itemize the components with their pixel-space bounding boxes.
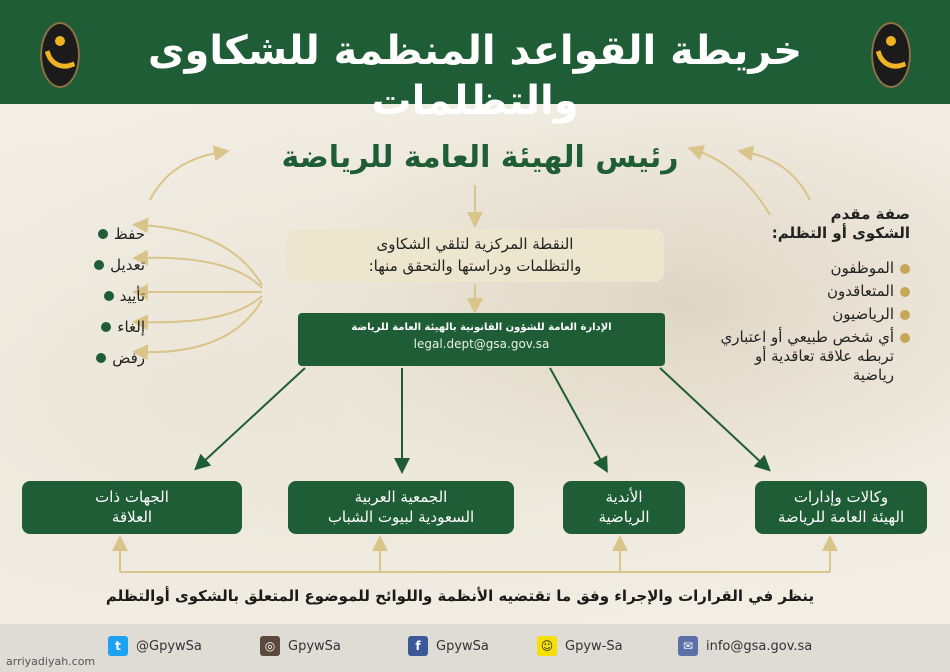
outcome-item: إلغاء: [55, 311, 145, 342]
bullet-icon: [900, 264, 910, 274]
submitter-heading-line1: صفة مقدم: [830, 205, 910, 223]
instagram-icon: ◎: [260, 636, 280, 656]
mail-icon: ✉: [678, 636, 698, 656]
submitter-section: صفة مقدم الشكوى أو التظلم: الموظفون المت…: [700, 205, 910, 385]
youth-hostels-box: الجمعية العربية السعودية لبيوت الشباب: [288, 481, 514, 534]
bullet-icon: [900, 287, 910, 297]
submitter-item: الموظفون: [700, 259, 910, 278]
central-point-line2: والتظلمات ودراستها والتحقق منها:: [368, 257, 582, 275]
facebook-link[interactable]: f GpywSa: [408, 636, 489, 656]
footer-bar: [0, 624, 950, 672]
outcomes-list: حفظ تعديل تأييد إلغاء رفض: [55, 218, 145, 373]
outcome-item: تعديل: [55, 249, 145, 280]
snapchat-link[interactable]: ☺ Gpyw-Sa: [537, 636, 623, 656]
facebook-icon: f: [408, 636, 428, 656]
president-title: رئيس الهيئة العامة للرياضة: [281, 140, 679, 175]
bullet-icon: [900, 333, 910, 343]
bullet-icon: [96, 352, 107, 363]
snapchat-icon: ☺: [537, 636, 557, 656]
page-title: خريطة القواعد المنظمة للشكاوى والتظلمات: [147, 28, 803, 124]
submitter-heading-line2: الشكوى أو التظلم:: [771, 224, 910, 242]
bullet-icon: [94, 259, 105, 270]
header-banner: خريطة القواعد المنظمة للشكاوى والتظلمات: [0, 0, 950, 124]
authority-agencies-box: وكالات وإدارات الهيئة العامة للرياضة: [755, 481, 927, 534]
central-point-box: النقطة المركزية لتلقي الشكاوى والتظلمات …: [286, 229, 664, 282]
submitter-item: أي شخص طبيعي أو اعتباري تربطه علاقة تعاق…: [700, 328, 910, 385]
bullet-icon: [101, 321, 112, 332]
logo-icon: [40, 22, 80, 88]
bullet-icon: [97, 228, 108, 239]
logo-icon: [871, 22, 911, 88]
outcome-item: حفظ: [55, 218, 145, 249]
submitter-item: الرياضيون: [700, 305, 910, 324]
related-entities-box: الجهات ذات العلاقة: [22, 481, 242, 534]
legal-dept-email: legal.dept@gsa.gov.sa: [413, 337, 550, 351]
email-link[interactable]: ✉ info@gsa.gov.sa: [678, 636, 812, 656]
bottom-note: ينظر في القرارات والإجراء وفق ما تقتضيه …: [105, 587, 815, 605]
watermark: arriyadiyah.com: [6, 655, 96, 668]
outcome-item: رفض: [55, 342, 145, 373]
legal-dept-box: الإدارة العامة للشؤون القانونية بالهيئة …: [298, 313, 665, 366]
sports-clubs-box: الأندية الرياضية: [563, 481, 685, 534]
outcome-item: تأييد: [55, 280, 145, 311]
bullet-icon: [900, 310, 910, 320]
bullet-icon: [103, 290, 114, 301]
central-point-line1: النقطة المركزية لتلقي الشكاوى: [376, 235, 574, 253]
legal-dept-name: الإدارة العامة للشؤون القانونية بالهيئة …: [351, 322, 612, 333]
submitter-item: المتعاقدون: [700, 282, 910, 301]
instagram-link[interactable]: ◎ GpywSa: [260, 636, 341, 656]
twitter-icon: t: [108, 636, 128, 656]
twitter-link[interactable]: t @GpywSa: [108, 636, 202, 656]
